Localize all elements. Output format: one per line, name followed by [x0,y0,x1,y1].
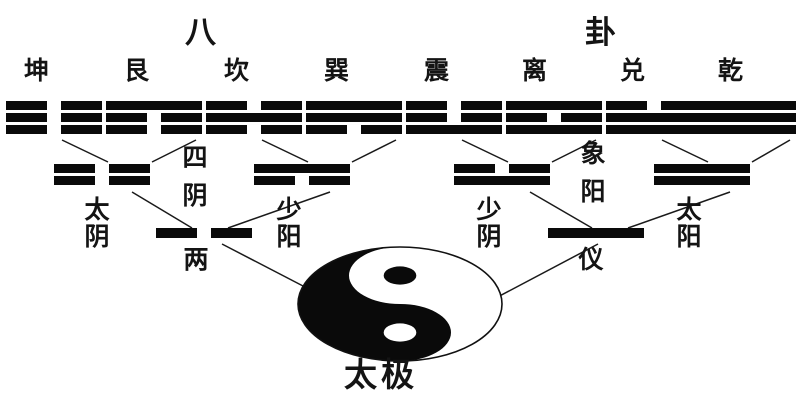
liangyi-label-left: 两 [183,245,209,274]
trigram-qian [700,101,796,134]
connector-kan-shaoyang [261,139,309,163]
trigram-label-li: 离 [522,56,548,85]
connector-kun-taiyin [61,139,109,163]
trigram-label-qian: 乾 [718,56,744,85]
bigram-taiyang [654,164,750,185]
trigram-label-xun: 巽 [324,56,350,85]
trigram-gen [106,101,202,134]
connector-dui-taiyang [661,139,709,163]
trigram-kan [206,101,302,134]
trigram-xun [306,101,402,134]
diagram-title-right: 卦 [585,15,616,51]
connector-xun-shaoyang [351,139,397,163]
trigram-li [506,101,602,134]
liangyi-label-right: 仪 [578,245,604,274]
taiji-symbol [296,245,504,363]
taiji-label: 太极 [344,355,418,394]
siyang-label-char2: 阴 [182,181,208,210]
bigram-label-shaoyang: 少阳 [276,195,302,251]
monogram-yang [548,228,644,238]
trigram-label-gen: 艮 [124,56,150,85]
taiji-yinyang-svg [297,246,503,362]
bigram-taiyin [54,164,150,185]
connector-zhen-shaoyin [461,139,509,163]
diagram-title-left: 八 [185,15,216,51]
bigram-shaoyin [454,164,550,185]
siyang-label-char1: 四 [182,143,208,172]
xiangyang-label-char1: 象 [580,139,606,168]
trigram-kun [6,101,102,134]
bigram-label-shaoyin: 少阴 [476,195,502,251]
monogram-yin [156,228,252,238]
trigram-dui [606,101,702,134]
bigram-shaoyang [254,164,350,185]
bigram-label-taiyang: 太阳 [676,195,702,251]
bigram-label-taiyin: 太阴 [84,195,110,251]
trigram-label-dui: 兑 [620,56,646,85]
trigram-label-kan: 坎 [224,56,250,85]
connector-qian-taiyang [751,139,791,163]
trigram-label-kun: 坤 [24,56,50,85]
trigram-zhen [406,101,502,134]
trigram-label-zhen: 震 [424,56,450,85]
xiangyang-label-char2: 阳 [580,177,606,206]
